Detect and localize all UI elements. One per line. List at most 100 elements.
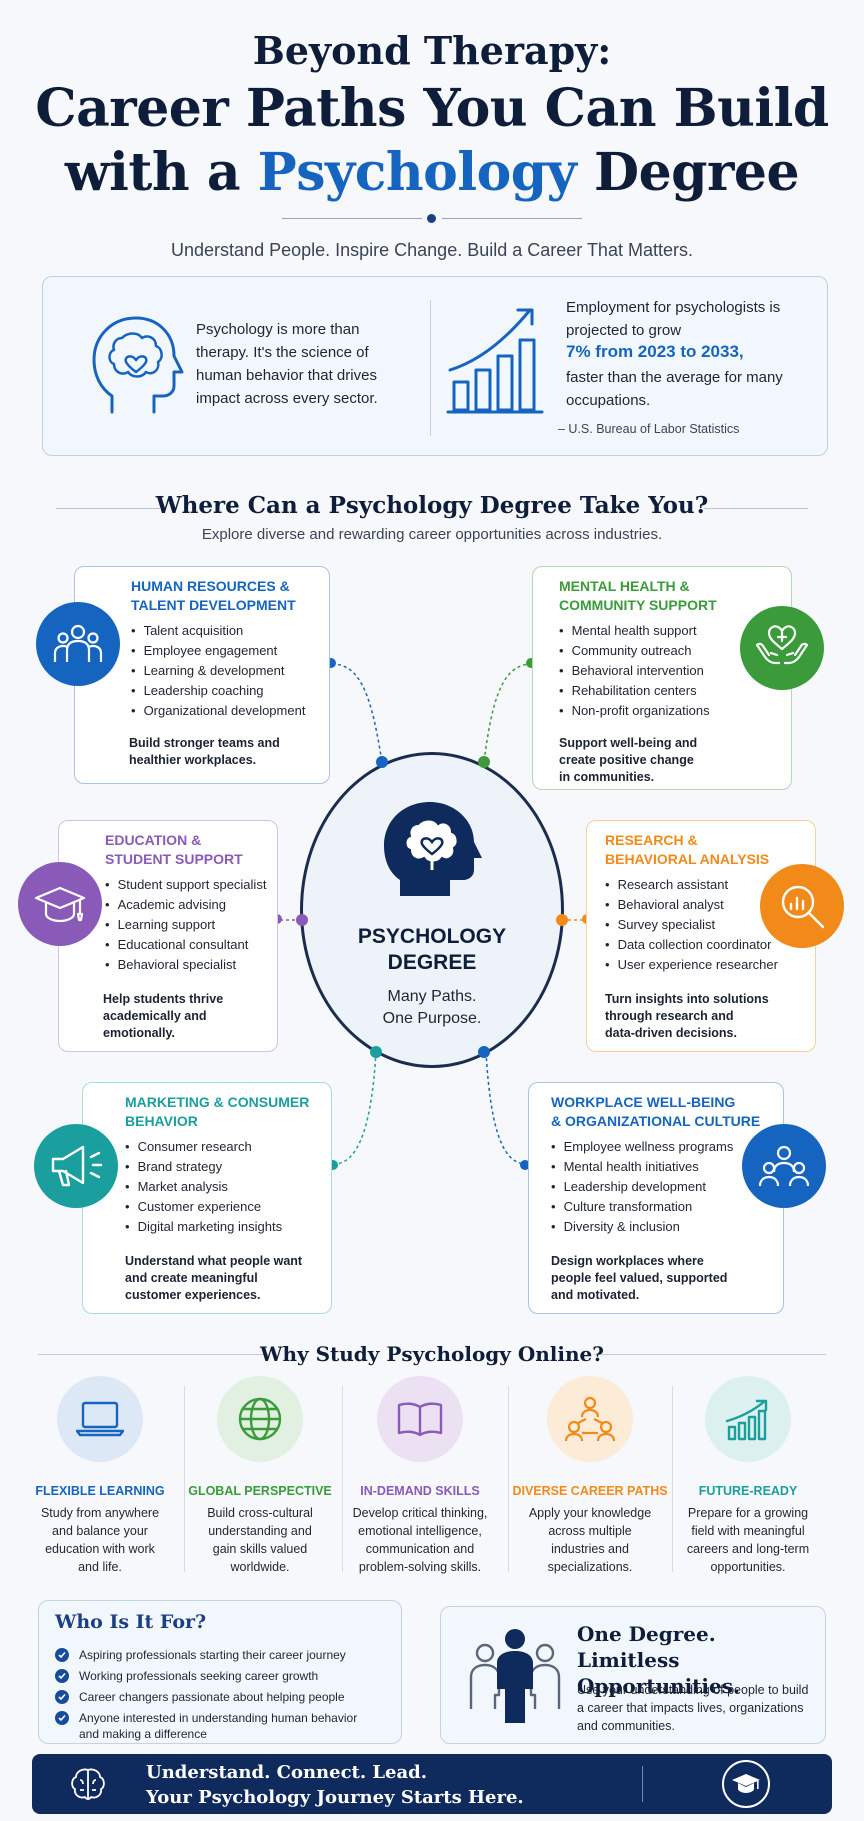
career-card-footer-line: emotionally. — [103, 1026, 176, 1040]
title-line-1: Beyond Therapy: — [252, 28, 612, 73]
intro-stat-accent: 7% from 2023 to 2033, — [566, 342, 744, 361]
list-item: Aspiring professionals starting their ca… — [55, 1647, 391, 1663]
list-item: Customer experience — [125, 1197, 282, 1217]
list-item: Non-profit organizations — [559, 701, 710, 721]
why-item-title: FUTURE-READY — [698, 1484, 798, 1498]
career-card-footer: Design workplaces where people feel valu… — [551, 1253, 727, 1304]
list-item: Talent acquisition — [131, 621, 305, 641]
team-icon — [36, 602, 120, 686]
list-item: Employee engagement — [131, 641, 305, 661]
career-card-footer-line: and create meaningful — [125, 1271, 258, 1285]
why-item-title: IN-DEMAND SKILLS — [360, 1484, 480, 1498]
list-item: Diversity & inclusion — [551, 1217, 733, 1237]
footer-line-2: Your Psychology Journey Starts Here. — [146, 1787, 524, 1808]
list-item: Student support specialist — [105, 875, 267, 895]
center-title-line-1: PSYCHOLOGY — [357, 925, 507, 948]
one-degree-title-line-2: Limitless Opportunities. — [577, 1648, 740, 1698]
list-item: User experience researcher — [605, 955, 778, 975]
career-card-list: Employee wellness programs Mental health… — [551, 1137, 734, 1237]
title-divider-left — [282, 218, 422, 219]
career-card-list: Student support specialist Academic advi… — [105, 875, 267, 975]
list-item: Survey specialist — [605, 915, 778, 935]
subtitle: Understand People. Inspire Change. Build… — [171, 240, 693, 260]
why-item-future: FUTURE-READY Prepare for a growing field… — [668, 1376, 828, 1576]
megaphone-icon — [34, 1124, 118, 1208]
check-icon — [55, 1711, 69, 1725]
why-item-text-line: Prepare for a growing — [687, 1506, 809, 1520]
list-item: Leadership coaching — [131, 681, 305, 701]
why-item-text: Build cross-cultural understanding and g… — [180, 1504, 340, 1576]
check-icon — [55, 1648, 69, 1662]
globe-icon — [217, 1376, 303, 1462]
why-item-text-line: gain skills valued — [212, 1542, 308, 1556]
caring-hands-icon — [740, 606, 824, 690]
list-item: Data collection coordinator — [605, 935, 778, 955]
career-card-footer-line: people feel valued, supported — [551, 1271, 728, 1285]
why-item-text-line: and life. — [78, 1560, 122, 1574]
where-rule-right — [704, 508, 808, 509]
footer-line-1: Understand. Connect. Lead. — [146, 1762, 428, 1783]
list-item: Mental health initiatives — [551, 1157, 733, 1177]
career-card-marketing: MARKETING & CONSUMER BEHAVIOR Consumer r… — [82, 1082, 332, 1314]
footer-text: Understand. Connect. Lead. Your Psycholo… — [146, 1760, 524, 1810]
list-item-text: Anyone interested in understanding human… — [79, 1711, 358, 1741]
why-item-text-line: problem-solving skills. — [358, 1560, 482, 1574]
career-card-footer: Understand what people want and create m… — [125, 1253, 302, 1304]
career-card-education: EDUCATION & STUDENT SUPPORT Student supp… — [58, 820, 278, 1052]
career-card-footer-line: Design workplaces where — [551, 1254, 704, 1268]
title-line-3-suffix: Degree — [576, 142, 800, 203]
where-subtitle: Explore diverse and rewarding career opp… — [201, 526, 663, 543]
why-item-text-line: education with work — [45, 1542, 155, 1556]
list-item: Behavioral specialist — [105, 955, 266, 975]
why-item-title: DIVERSE CAREER PATHS — [512, 1484, 668, 1498]
list-item-text: Career changers passionate about helping… — [79, 1690, 345, 1704]
list-item: Research assistant — [605, 875, 778, 895]
list-item: Academic advising — [105, 895, 266, 915]
career-card-title-line-1: HUMAN RESOURCES & — [131, 578, 290, 594]
why-item-text-line: Build cross-cultural — [207, 1506, 313, 1520]
intro-left-text: Psychology is more than therapy. It's th… — [196, 321, 378, 407]
career-card-title: HUMAN RESOURCES & TALENT DEVELOPMENT — [131, 577, 296, 615]
why-item-text: Study from anywhere and balance your edu… — [20, 1504, 180, 1576]
one-degree-text: Use your understanding of people to buil… — [577, 1683, 809, 1733]
center-tagline-line-1: Many Paths. — [387, 988, 477, 1005]
people-icon — [467, 1625, 563, 1725]
why-title: Why Study Psychology Online? — [259, 1342, 604, 1366]
career-card-footer-line: Build stronger teams and — [129, 736, 280, 750]
why-rule-right — [594, 1354, 826, 1355]
career-card-footer-line: Understand what people want — [125, 1254, 303, 1268]
career-card-list: Research assistant Behavioral analyst Su… — [605, 875, 778, 975]
career-card-footer-line: Help students thrive — [103, 992, 224, 1006]
who-title: Who Is It For? — [55, 1611, 207, 1633]
list-item: Rehabilitation centers — [559, 681, 710, 701]
career-card-footer-line: and motivated. — [551, 1288, 640, 1302]
list-item: Behavioral intervention — [559, 661, 710, 681]
career-card-footer: Turn insights into solutions through res… — [605, 991, 769, 1042]
why-item-text: Prepare for a growing field with meaning… — [668, 1504, 828, 1576]
footer-separator — [642, 1766, 643, 1802]
connector-dot — [370, 1046, 382, 1058]
career-card-hr: HUMAN RESOURCES & TALENT DEVELOPMENT Tal… — [74, 566, 330, 784]
title-accent: Psychology — [257, 142, 577, 203]
career-card-title-line-2: BEHAVIOR — [125, 1113, 198, 1129]
intro-stat-prefix: Employment for psychologists is projecte… — [566, 299, 781, 339]
title-line-3-prefix: with a — [64, 142, 258, 203]
one-degree-card: One Degree. Limitless Opportunities. Use… — [440, 1606, 826, 1744]
why-item-flexible: FLEXIBLE LEARNING Study from anywhere an… — [20, 1376, 180, 1576]
connector-dot — [478, 756, 490, 768]
why-item-global: GLOBAL PERSPECTIVE Build cross-cultural … — [180, 1376, 340, 1576]
career-card-footer-line: Turn insights into solutions — [605, 992, 769, 1006]
career-card-footer-line: customer experiences. — [125, 1288, 261, 1302]
career-card-title: EDUCATION & STUDENT SUPPORT — [105, 831, 243, 869]
why-item-text-line: communication and — [365, 1542, 475, 1556]
title-divider-right — [442, 218, 582, 219]
list-item: Leadership development — [551, 1177, 733, 1197]
connector-dot — [326, 658, 336, 668]
where-title: Where Can a Psychology Degree Take You? — [155, 492, 709, 519]
connector-dot — [556, 914, 568, 926]
list-item: Learning support — [105, 915, 266, 935]
career-card-title-line-2: & ORGANIZATIONAL CULTURE — [551, 1113, 761, 1129]
list-item: Educational consultant — [105, 935, 266, 955]
career-card-workplace: WORKPLACE WELL-BEING & ORGANIZATIONAL CU… — [528, 1082, 784, 1314]
brain-icon — [68, 1766, 108, 1802]
